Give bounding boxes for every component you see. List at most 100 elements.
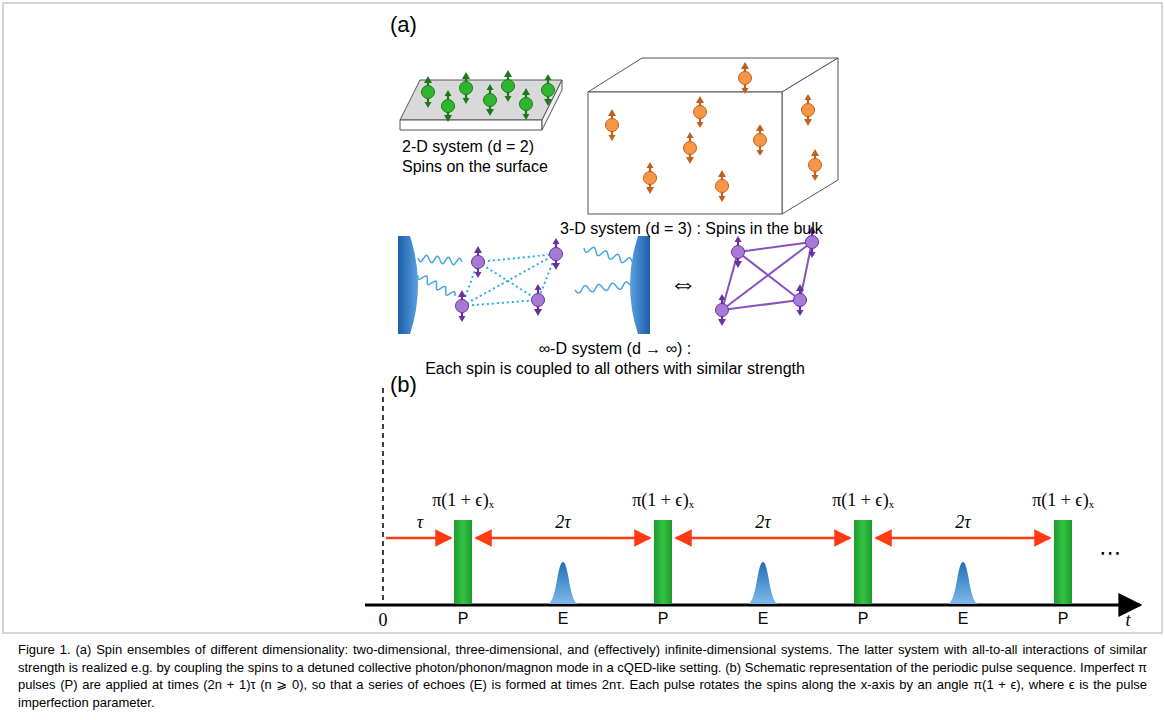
pulse-label: π(1 + ϵ)ₓ [1032,490,1094,511]
spin-ball [716,180,729,193]
cavity-mirror [398,236,418,334]
spin-ball [532,294,545,307]
spin [809,149,822,181]
spin [502,70,515,102]
slab-2d [400,80,562,130]
spin-arrowhead [425,102,432,108]
box-side [782,58,838,214]
time-zero-line [382,388,384,605]
spin-arrowhead [742,88,749,94]
spin [644,162,657,194]
spin-arrowhead [462,72,470,79]
spin-ball [694,106,707,119]
figure-frame [3,3,1162,633]
photon-wave [418,255,462,264]
interval-label: τ [417,512,423,533]
slab-top [400,80,562,120]
spin-arrowhead [804,119,812,126]
spin-arrowhead [809,252,816,258]
coupling-dotted [462,300,538,306]
echo-mark: E [558,610,569,628]
box-3d [588,58,838,214]
spin [684,132,697,164]
pulse-label: π(1 + ϵ)ₓ [432,490,494,511]
system-label: 3-D system (d = 3) : Spins in the bulk [560,220,823,238]
coupling-dotted [478,254,556,262]
coupling-dotted [538,254,556,300]
system-label: Each spin is coupled to all others with … [425,360,805,378]
spin-ball [644,172,657,185]
figure-caption: Figure 1. (a) Spin ensembles of differen… [18,641,1147,712]
spin-arrowhead [609,135,616,141]
spin-arrowhead [697,122,704,128]
spin-arrowhead [647,162,654,168]
spin-arrowhead [797,310,804,316]
spin-ball [754,134,767,147]
spin-ball [460,82,473,95]
spin-arrowhead [504,70,512,77]
spin-arrowhead [756,124,764,131]
spin-arrowhead [686,157,694,164]
spin [460,72,473,104]
spin-arrowhead [459,316,466,322]
spin-ball [809,159,822,172]
spin [472,246,485,278]
spin-arrowhead [534,309,542,316]
spin-ball [502,80,515,93]
pulse-mark: P [858,610,869,628]
coupling-dotted [462,262,478,306]
spin-arrowhead [552,263,560,270]
pulse-mark: P [658,610,669,628]
pulse-bar [854,520,872,604]
spin-arrowhead [545,74,552,80]
two-tau-arrow [476,537,650,540]
axis-origin: 0 [379,610,388,631]
two-tau-arrow [876,537,1050,540]
spin-ball [542,84,555,97]
panel-label: (b) [390,372,417,397]
system-label: ∞-D system (d → ∞) : [539,340,692,358]
coupling-dotted [462,254,556,306]
spin [802,94,815,126]
spin-arrowhead [505,96,512,102]
coupling-line [722,242,812,310]
photon-wave [584,247,632,262]
box-front [588,92,782,214]
pulse-bar [1054,520,1072,604]
spin-arrowhead [718,319,726,326]
pulse-mark: P [458,610,469,628]
spin-ball [794,294,807,307]
pulse-mark: P [1058,610,1069,628]
spin-ball [550,248,563,261]
spin-arrowhead [458,290,466,297]
spin-arrowhead [805,94,812,100]
spin-ball [520,98,533,111]
spin-ball [739,72,752,85]
coupling-lines [462,242,812,310]
pulse-label: π(1 + ϵ)ₓ [832,490,894,511]
spin [422,76,435,108]
spin [484,84,497,116]
spin-arrowhead [811,149,819,156]
echo-mark: E [958,610,969,628]
interval-label: 2τ [755,512,770,533]
pulse-label: π(1 + ϵ)ₓ [632,490,694,511]
spin-arrowhead [424,76,432,83]
spin [794,284,807,316]
spin [456,290,469,322]
spin [716,294,729,326]
tau-arrow [386,537,451,540]
spin-arrowhead [757,150,764,156]
echo-mark: E [758,610,769,628]
equivalence-symbol: ⇔ [669,268,697,300]
spin-ball [806,236,819,249]
spin-arrowhead [535,284,542,290]
spins [422,62,822,326]
coupling-line [722,252,738,310]
system-label: Spins on the surface [402,158,548,176]
coupling-line [800,242,812,300]
spin-arrowhead [474,246,482,253]
spin-ball [606,119,619,132]
spin-arrowhead [687,132,694,138]
